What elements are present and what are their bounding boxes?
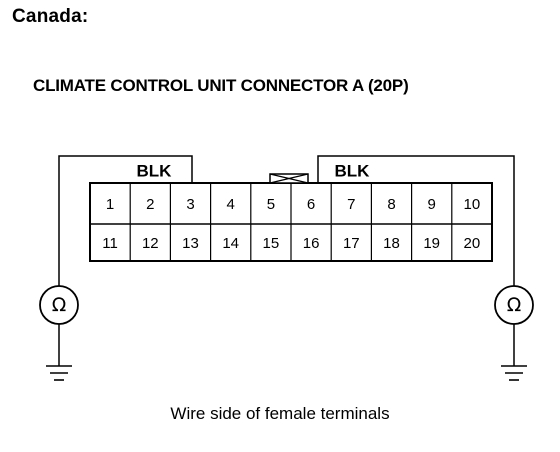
pin-6-label: 6 — [307, 196, 315, 213]
left-ground-icon — [46, 365, 72, 381]
pin-10-label: 10 — [464, 196, 481, 213]
pin-16-label: 16 — [303, 235, 320, 252]
right-wire — [317, 155, 515, 366]
diagram-caption: Wire side of female terminals — [170, 404, 390, 423]
pin-7-label: 7 — [347, 196, 355, 213]
right-wire-color-label: BLK — [335, 162, 371, 181]
pin-13-label: 13 — [182, 235, 199, 252]
left-wire-color-label: BLK — [137, 162, 173, 181]
left-wire — [58, 155, 193, 366]
pin-2-label: 2 — [146, 196, 154, 213]
pin-4-label: 4 — [227, 196, 235, 213]
right-ground-icon — [501, 365, 527, 381]
pin-5-label: 5 — [267, 196, 275, 213]
pin-19-label: 19 — [423, 235, 440, 252]
region-label: Canada: — [12, 6, 89, 27]
left-ohm-symbol: Ω — [52, 294, 67, 316]
pin-18-label: 18 — [383, 235, 400, 252]
pin-15-label: 15 — [263, 235, 280, 252]
pin-3-label: 3 — [186, 196, 194, 213]
connector-title: CLIMATE CONTROL UNIT CONNECTOR A (20P) — [33, 76, 409, 95]
pin-14-label: 14 — [222, 235, 239, 252]
right-ohmmeter-icon: Ω — [494, 285, 534, 325]
pin-1-label: 1 — [106, 196, 114, 213]
pin-20-label: 20 — [464, 235, 481, 252]
pin-12-label: 12 — [142, 235, 159, 252]
pin-9-label: 9 — [428, 196, 436, 213]
pin-17-label: 17 — [343, 235, 360, 252]
pin-8-label: 8 — [387, 196, 395, 213]
right-ohm-symbol: Ω — [507, 294, 522, 316]
lock-tab-icon — [269, 173, 309, 184]
left-ohmmeter-icon: Ω — [39, 285, 79, 325]
pin-11-label: 11 — [102, 235, 118, 252]
